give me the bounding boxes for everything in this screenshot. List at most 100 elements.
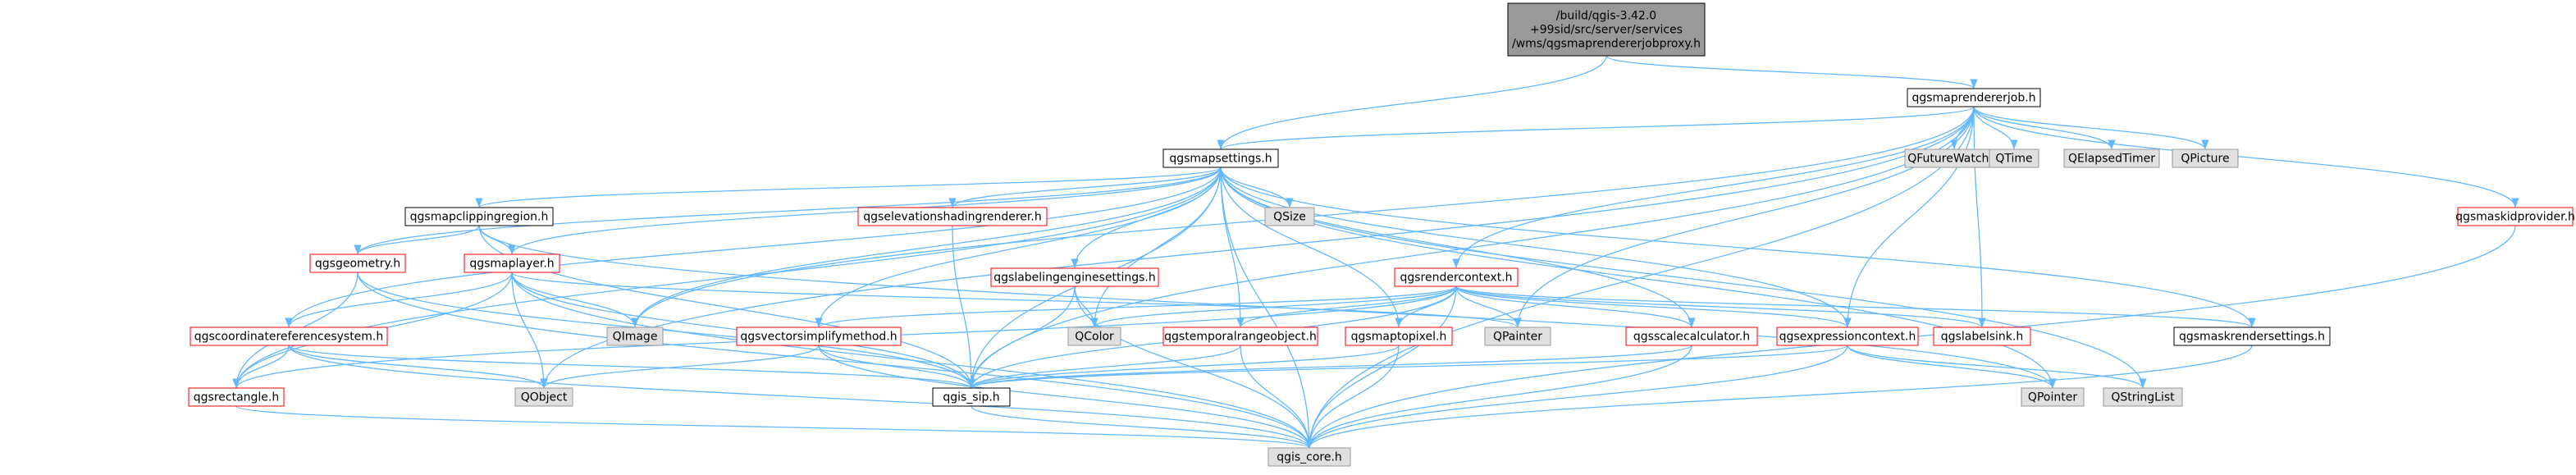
- node-label-qpointer: QPointer: [2028, 391, 2077, 404]
- edge-mapclippingregion-to-geometry: [354, 225, 480, 255]
- edge-crs-to-qobject: [288, 345, 548, 389]
- node-qelapsedtimer: QElapsedTimer: [2063, 148, 2160, 168]
- edge-maplayer-to-crs: [285, 272, 513, 328]
- edge-exprcontext-to-qstringlist: [1847, 345, 2147, 389]
- edge-maskrender-to-qgiscore: [1305, 345, 2253, 449]
- node-label-maplayer: qgsmaplayer.h: [469, 258, 554, 271]
- node-qobject: QObject: [514, 387, 573, 407]
- node-label-qcolor: QColor: [1075, 331, 1114, 344]
- node-mapclippingregion[interactable]: qgsmapclippingregion.h: [404, 207, 554, 226]
- node-maprendererjob[interactable]: qgsmaprendererjob.h: [1907, 88, 2041, 107]
- dependency-nodes: /build/qgis-3.42.0+99sid/src/server/serv…: [188, 2, 2575, 467]
- node-label-maprendererjob: qgsmaprendererjob.h: [1911, 92, 2035, 105]
- node-qgissip[interactable]: qgis_sip.h: [932, 387, 1011, 407]
- node-labelingengine[interactable]: qgslabelingenginesettings.h: [990, 267, 1159, 287]
- edge-crs-to-qgiscore: [288, 345, 1313, 449]
- node-qimage: QImage: [606, 327, 664, 346]
- edge-labelingengine-to-qgissip: [967, 285, 1076, 389]
- node-qpointer: QPointer: [2021, 387, 2085, 407]
- edge-rendercontext-to-exprcontext: [1455, 285, 1852, 328]
- node-box-qgiscore: [1267, 447, 1351, 467]
- edge-maprendererjob-to-maskidprovider: [1973, 106, 2519, 208]
- node-label-maptopixel: qgsmaptopixel.h: [1351, 331, 1447, 344]
- node-label-qstringlist: QStringList: [2111, 391, 2175, 404]
- node-box-qgissip: [932, 387, 1011, 407]
- edge-rendercontext-to-qcolor: [1090, 285, 1457, 328]
- edge-exprcontext-to-qgiscore: [1305, 345, 1848, 449]
- edge-maplayer-to-qimage: [511, 272, 639, 328]
- node-elevationshading[interactable]: qgselevationshadingrenderer.h: [857, 207, 1048, 226]
- node-box-labelingengine: [990, 267, 1159, 287]
- node-box-rendercontext: [1394, 267, 1519, 287]
- node-labelsink[interactable]: qgslabelsink.h: [1933, 327, 2031, 346]
- edge-mapsettings-to-elevationshading: [948, 167, 1222, 208]
- node-qpicture: QPicture: [2172, 148, 2239, 168]
- node-label-qtime: QTime: [1995, 153, 2032, 166]
- node-exprcontext[interactable]: qgsexpressioncontext.h: [1776, 327, 1919, 346]
- edge-scalecalc-to-qgissip: [967, 345, 1692, 389]
- node-rendercontext[interactable]: qgsrendercontext.h: [1394, 267, 1519, 287]
- node-mapsettings[interactable]: qgsmapsettings.h: [1162, 148, 1279, 168]
- node-label-mapsettings: qgsmapsettings.h: [1169, 153, 1272, 166]
- node-crs[interactable]: qgscoordinatereferencesystem.h: [190, 327, 388, 346]
- node-temporalrange[interactable]: qgstemporalrangeobject.h: [1162, 327, 1318, 346]
- edge-maprendererjob-to-qtime: [1973, 106, 2018, 150]
- edge-mapsettings-to-mapclippingregion: [475, 167, 1222, 208]
- node-box-scalecalc: [1625, 327, 1758, 346]
- node-box-mapsettings: [1162, 148, 1279, 168]
- node-qstringlist: QStringList: [2103, 387, 2183, 407]
- edge-geometry-to-qgissip: [357, 272, 975, 389]
- edge-mapsettings-to-exprcontext: [1220, 167, 1852, 328]
- node-box-qcolor: [1067, 327, 1121, 346]
- node-qpainter: QPainter: [1484, 327, 1551, 346]
- edge-rendercontext-to-maskrender: [1455, 285, 2256, 328]
- node-box-qobject: [514, 387, 573, 407]
- edge-maprendererjob-to-rendercontext: [1452, 106, 1975, 269]
- edge-maprendererjob-to-qgissip: [967, 106, 1975, 389]
- edge-root-to-maprendererjob: [1605, 55, 1978, 89]
- node-box-crs: [190, 327, 388, 346]
- edge-maptopixel-to-qgissip: [967, 345, 1400, 389]
- node-label-qgiscore: qgis_core.h: [1277, 451, 1342, 464]
- edge-temporalrange-to-qgissip: [967, 345, 1241, 389]
- node-scalecalc[interactable]: qgsscalecalculator.h: [1625, 327, 1758, 346]
- node-rectangle[interactable]: qgsrectangle.h: [188, 387, 285, 407]
- edge-maprendererjob-to-qpainter: [1514, 106, 1975, 328]
- node-label-elevationshading: qgselevationshadingrenderer.h: [863, 211, 1041, 224]
- edge-root-to-mapsettings: [1217, 55, 1607, 150]
- edge-mapsettings-to-scalecalc: [1220, 167, 1696, 328]
- node-maplayer[interactable]: qgsmaplayer.h: [464, 253, 560, 273]
- node-maptopixel[interactable]: qgsmaptopixel.h: [1345, 327, 1453, 346]
- node-label-qgissip: qgis_sip.h: [943, 391, 999, 404]
- node-label-rectangle: qgsrectangle.h: [194, 391, 279, 404]
- node-label-maskidprovider: qgsmaskidprovider.h: [2455, 211, 2575, 224]
- edge-mapclippingregion-to-maplayer: [478, 225, 516, 255]
- edge-elevationshading-to-qgissip: [952, 225, 975, 389]
- node-box-labelsink: [1933, 327, 2031, 346]
- edge-vectorsimplify-to-qgissip: [818, 345, 975, 389]
- node-box-rectangle: [188, 387, 285, 407]
- node-maskidprovider[interactable]: qgsmaskidprovider.h: [2455, 207, 2575, 226]
- node-box-maprendererjob: [1907, 88, 2041, 107]
- edge-temporalrange-to-qgiscore: [1240, 345, 1313, 449]
- node-label-labelsink: qgslabelsink.h: [1941, 331, 2023, 344]
- node-geometry[interactable]: qgsgeometry.h: [309, 253, 406, 273]
- node-qgiscore: qgis_core.h: [1267, 447, 1351, 467]
- edge-maprendererjob-to-labelsink: [1973, 106, 1986, 328]
- edge-rendercontext-to-temporalrange: [1236, 285, 1457, 328]
- node-label-temporalrange: qgstemporalrangeobject.h: [1164, 331, 1317, 344]
- edge-maplayer-to-qobject: [511, 272, 548, 389]
- edge-vectorsimplify-to-qobject: [540, 345, 820, 389]
- node-label-labelingengine: qgslabelingenginesettings.h: [993, 272, 1155, 285]
- edge-vectorsimplify-to-qgiscore: [818, 345, 1313, 449]
- node-box-maptopixel: [1345, 327, 1453, 346]
- node-box-exprcontext: [1776, 327, 1919, 346]
- edge-maprendererjob-to-mapsettings: [1217, 106, 1975, 150]
- edge-mapclippingregion-to-qpointer: [478, 225, 2057, 389]
- edge-rendercontext-to-vectorsimplify: [815, 285, 1457, 328]
- node-vectorsimplify[interactable]: qgsvectorsimplifymethod.h: [736, 327, 902, 346]
- node-maskrender[interactable]: qgsmaskrendersettings.h: [2173, 327, 2331, 346]
- node-label-qelapsedtimer: QElapsedTimer: [2068, 153, 2155, 166]
- edge-maplayer-to-qgiscore: [511, 272, 1313, 449]
